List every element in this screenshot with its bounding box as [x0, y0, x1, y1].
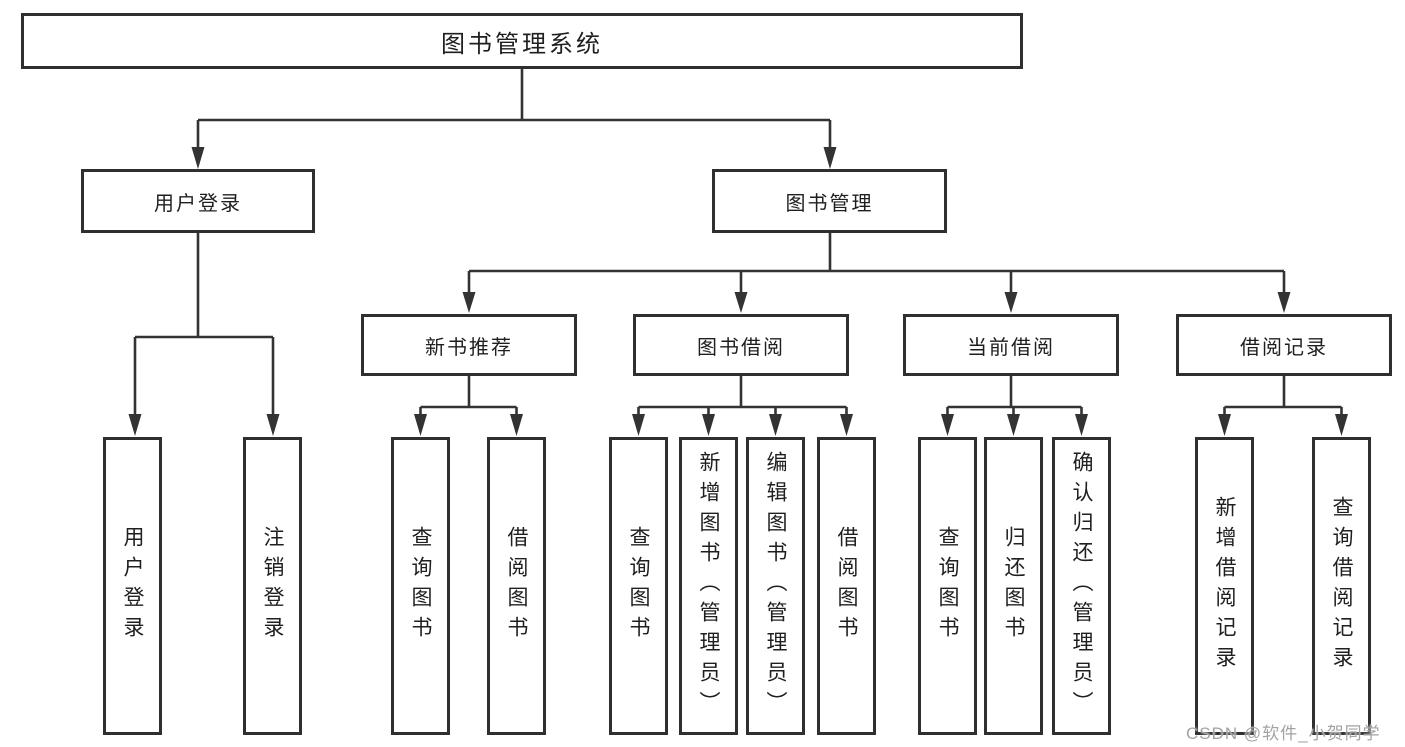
leaf-return-books: 归还图书 — [984, 437, 1043, 735]
csdn-watermark: CSDN @软件_小贺同学 — [1186, 724, 1381, 743]
node-new-book-recommend: 新书推荐 — [361, 314, 577, 376]
leaf-confirm-return-admin: 确认归还（管理员） — [1052, 437, 1111, 735]
leaf-user-login: 用户登录 — [103, 437, 162, 735]
node-book-borrow: 图书借阅 — [633, 314, 849, 376]
leaf-add-books-admin: 新增图书（管理员） — [679, 437, 738, 735]
node-borrow-records: 借阅记录 — [1176, 314, 1392, 376]
leaf-query-books-recommend: 查询图书 — [391, 437, 450, 735]
leaf-query-books-borrow: 查询图书 — [609, 437, 668, 735]
leaf-edit-books-admin: 编辑图书（管理员） — [746, 437, 805, 735]
leaf-add-borrow-record: 新增借阅记录 — [1195, 437, 1254, 735]
leaf-query-borrow-record: 查询借阅记录 — [1312, 437, 1371, 735]
leaf-query-books-current: 查询图书 — [918, 437, 977, 735]
arrow-down-icons — [128, 147, 1348, 436]
leaf-borrow-books: 借阅图书 — [817, 437, 876, 735]
leaf-logout: 注销登录 — [243, 437, 302, 735]
node-current-borrow: 当前借阅 — [903, 314, 1119, 376]
node-user-login: 用户登录 — [81, 169, 315, 233]
node-book-management: 图书管理 — [712, 169, 947, 233]
leaf-borrow-books-recommend: 借阅图书 — [487, 437, 546, 735]
node-library-management-system: 图书管理系统 — [21, 13, 1023, 69]
